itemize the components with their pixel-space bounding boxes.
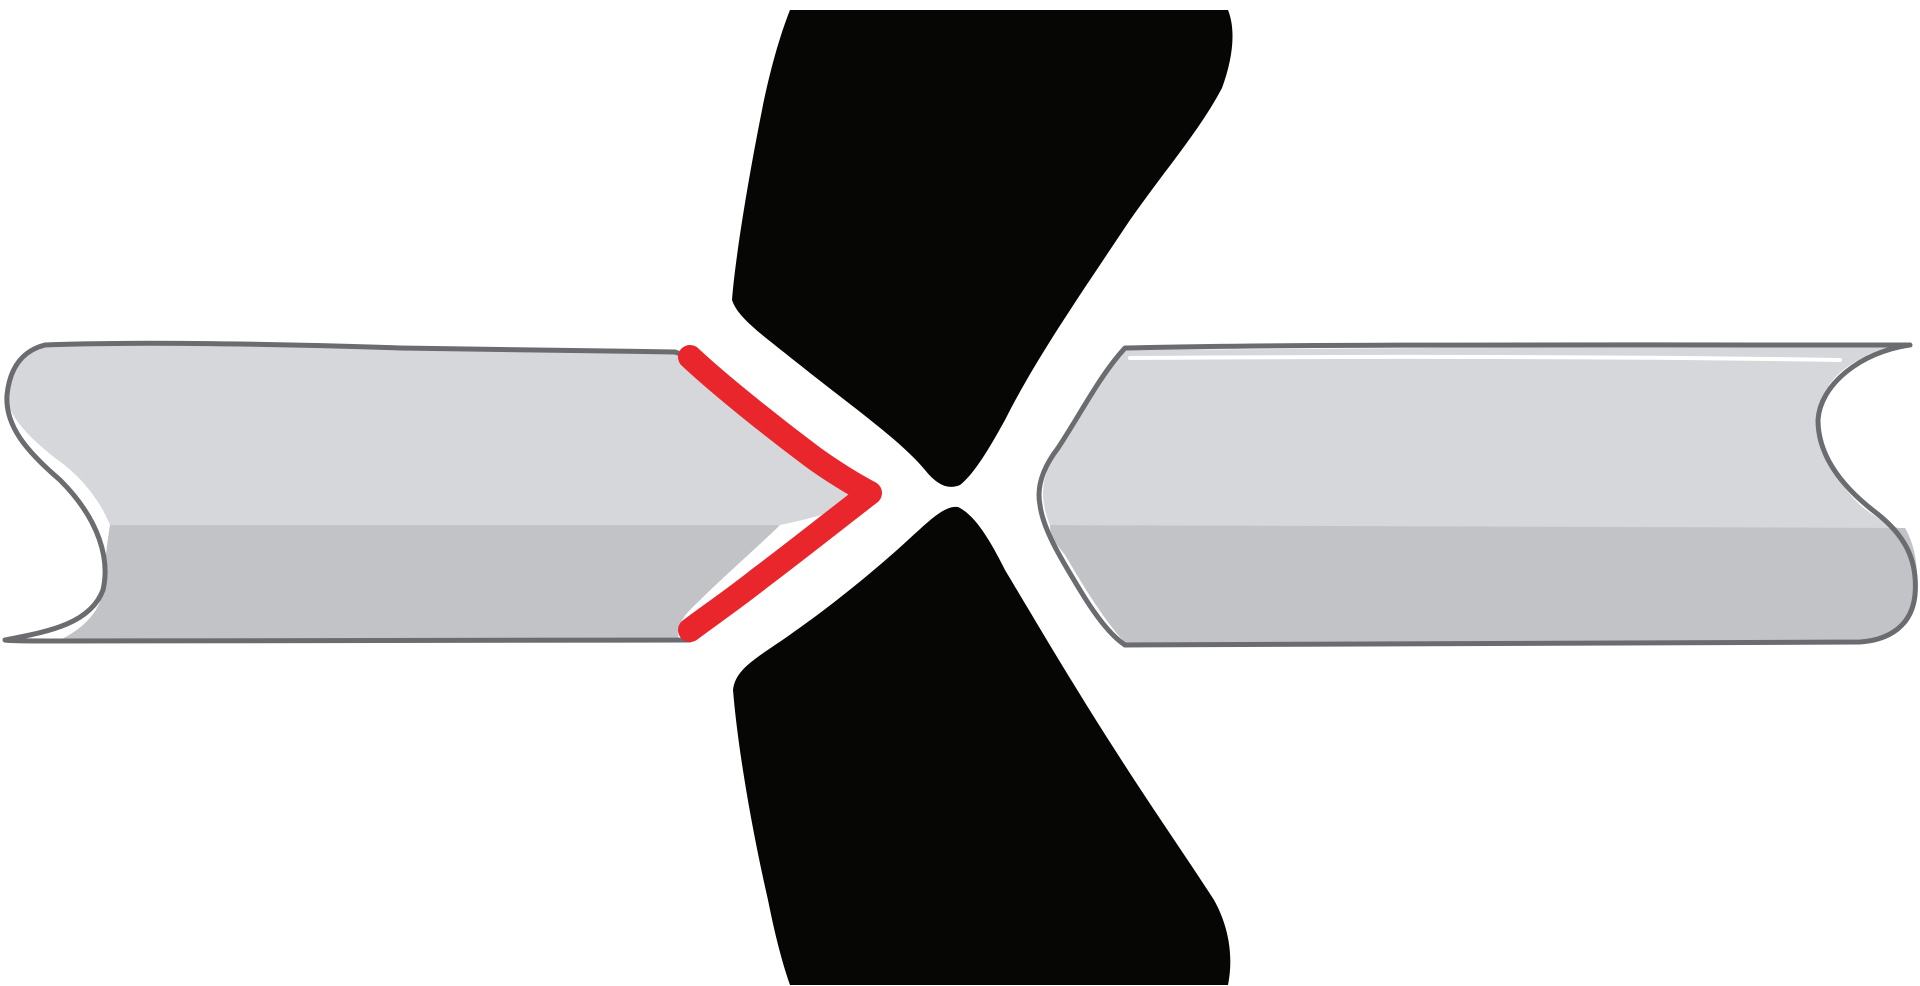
right-wire-bottom-face [1050, 525, 1917, 643]
lower-blade [733, 506, 1231, 985]
right-wire-outline [1036, 342, 1918, 648]
right-wire-top-face [1043, 345, 1905, 530]
left-wire-top-face [6, 343, 870, 525]
upper-blade [732, 10, 1233, 487]
right-wire-highlight [1128, 354, 1842, 362]
left-wire-bottom-face [60, 525, 780, 640]
bevel-cut-marker [678, 345, 882, 642]
